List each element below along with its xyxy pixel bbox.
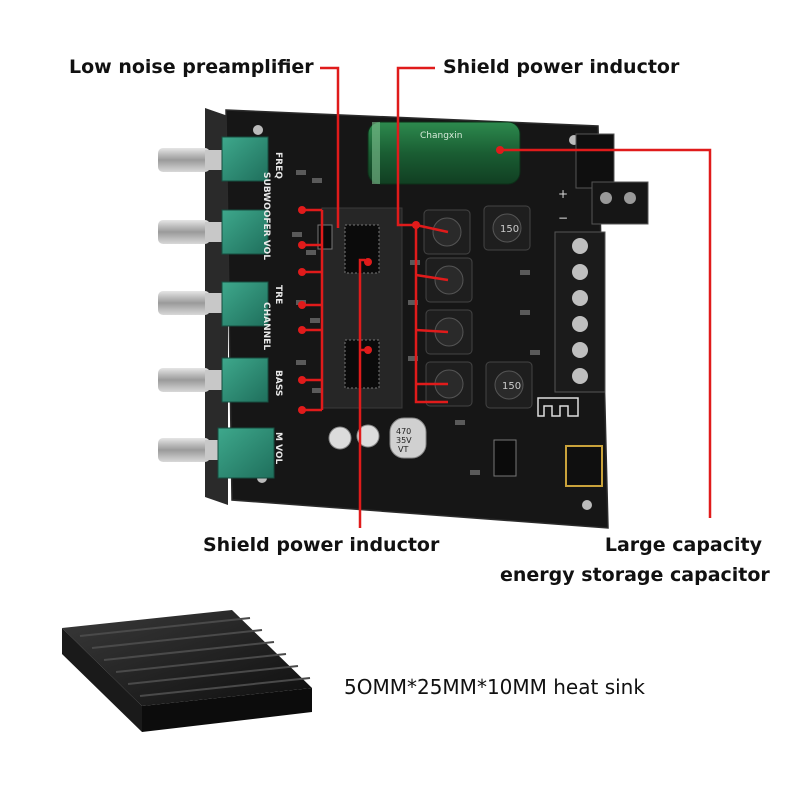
smd-components: [292, 170, 540, 475]
silkscreen-labels: FREQ SUBWOOFER VOL TRE CHANNEL BASS M VO…: [261, 152, 283, 465]
label-preamp: Low noise preamplifier: [69, 56, 314, 78]
svg-text:Changxin: Changxin: [420, 131, 462, 141]
svg-text:35V: 35V: [396, 436, 412, 445]
label-capacitor-line1: Large capacity: [604, 534, 762, 556]
knob-3[interactable]: [158, 281, 269, 327]
knob-1[interactable]: [158, 136, 269, 182]
label-inductor-bottom: Shield power inductor: [203, 534, 440, 556]
svg-text:+: +: [558, 187, 568, 201]
silk-bass: BASS: [273, 370, 283, 396]
svg-text:−: −: [558, 211, 568, 225]
inductor-6: 150: [485, 361, 533, 409]
svg-text:150: 150: [500, 224, 519, 235]
bt-antenna: [537, 397, 579, 417]
audio-jack[interactable]: [565, 445, 603, 487]
silk-freq: FREQ: [273, 152, 283, 179]
svg-text:VT: VT: [398, 445, 408, 454]
inductors: 150 150: [423, 205, 533, 409]
svg-text:470: 470: [396, 427, 411, 436]
knob-5[interactable]: [158, 427, 275, 479]
silk-subwoofer-vol: SUBWOOFER VOL: [261, 172, 271, 260]
heat-sink: [62, 610, 312, 732]
small-capacitors: 470 35V VT: [328, 417, 427, 459]
label-inductor-top: Shield power inductor: [443, 56, 680, 78]
silk-channel: CHANNEL: [261, 302, 271, 350]
inductor-3: [425, 257, 473, 303]
power-jack[interactable]: [575, 133, 615, 189]
dc-terminal[interactable]: + −: [558, 181, 649, 225]
label-heatsink: 5OMM*25MM*10MM heat sink: [344, 675, 645, 699]
silk-m-vol: M VOL: [273, 432, 283, 465]
svg-text:150: 150: [502, 381, 521, 392]
knob-4[interactable]: [158, 357, 269, 403]
storage-capacitor: Changxin: [367, 121, 521, 185]
speaker-terminal-block[interactable]: [554, 231, 606, 393]
inductor-4: [425, 309, 473, 355]
inductor-2: 150: [483, 205, 531, 251]
callout-dots: [298, 146, 504, 414]
silk-tre: TRE: [273, 285, 283, 304]
label-capacitor-line2: energy storage capacitor: [500, 563, 770, 586]
knob-row: [158, 136, 275, 479]
knob-2[interactable]: [158, 209, 269, 255]
label-capacitor: Large capacity energy storage capacitor: [500, 534, 770, 588]
inductor-5: [425, 361, 473, 407]
